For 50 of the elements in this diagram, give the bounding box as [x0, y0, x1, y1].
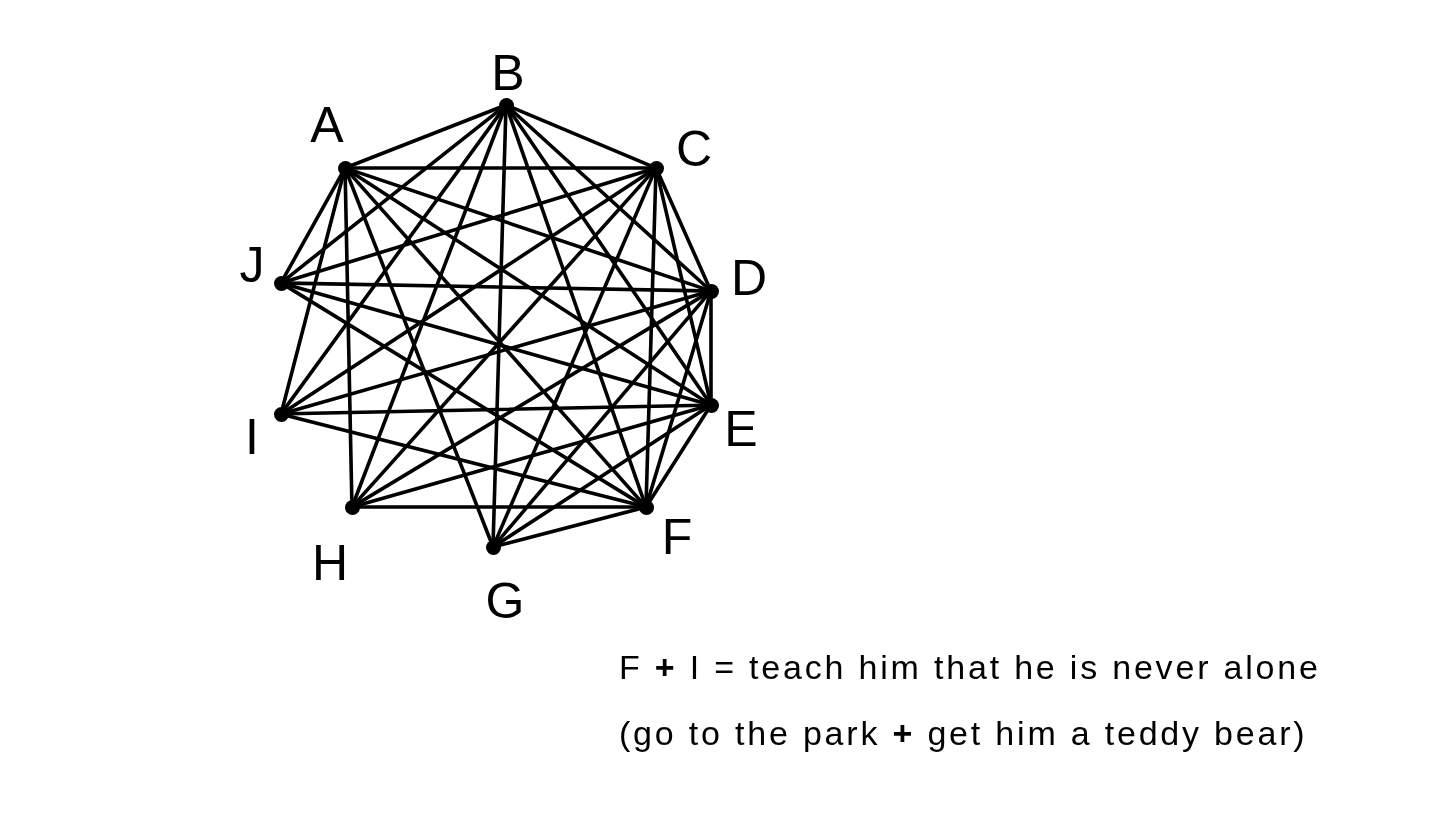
vertex-dot [337, 160, 353, 176]
edge-line [352, 110, 506, 502]
vertex-label: H [311, 538, 349, 588]
vertex-label: D [730, 253, 768, 303]
edge-line [494, 173, 655, 542]
edge-line [644, 173, 658, 502]
edge-line [286, 414, 641, 507]
edge-line [357, 505, 641, 509]
edge-line [356, 293, 707, 505]
edge-line [497, 407, 707, 545]
edge-line [285, 170, 652, 412]
edge-line [511, 106, 651, 167]
edge-line [491, 110, 508, 542]
vertex-label: J [239, 240, 265, 290]
edge-line [655, 173, 712, 400]
vertex-label: F [661, 512, 693, 562]
edge-line [281, 173, 345, 409]
edge-line [345, 173, 493, 542]
vertex-label: A [310, 100, 344, 150]
edge-line [285, 107, 502, 281]
vertex-label: E [724, 404, 758, 454]
edge-line [648, 409, 709, 503]
edge-line [657, 173, 710, 286]
edge-line [350, 168, 706, 291]
vertex-label: B [491, 48, 525, 98]
edge-line [498, 507, 641, 547]
vertex-label: I [245, 412, 259, 462]
edge-line [350, 166, 651, 170]
edge-line [646, 296, 711, 502]
edge-line [283, 109, 504, 410]
vertex-label: G [485, 576, 525, 626]
edge-line [506, 110, 646, 502]
edge-line [508, 109, 709, 401]
vertex-dot [498, 97, 514, 113]
edge-line [286, 403, 706, 416]
edge-line [357, 405, 706, 507]
edge-line [709, 296, 713, 400]
edge-line [350, 105, 501, 168]
edge-line [343, 173, 354, 502]
vertex-dot [273, 275, 289, 291]
edge-line [496, 294, 708, 544]
note-text: F + I = teach him that he is never alone [619, 647, 1321, 687]
edge-line [349, 170, 707, 403]
vertex-label: C [675, 124, 713, 174]
edge-line [286, 281, 706, 293]
vertex-dot [273, 406, 289, 422]
edge-line [286, 168, 651, 283]
edge-line [282, 172, 344, 279]
note-text: (go to the park + get him a teddy bear) [619, 713, 1308, 753]
edge-line [285, 285, 642, 505]
